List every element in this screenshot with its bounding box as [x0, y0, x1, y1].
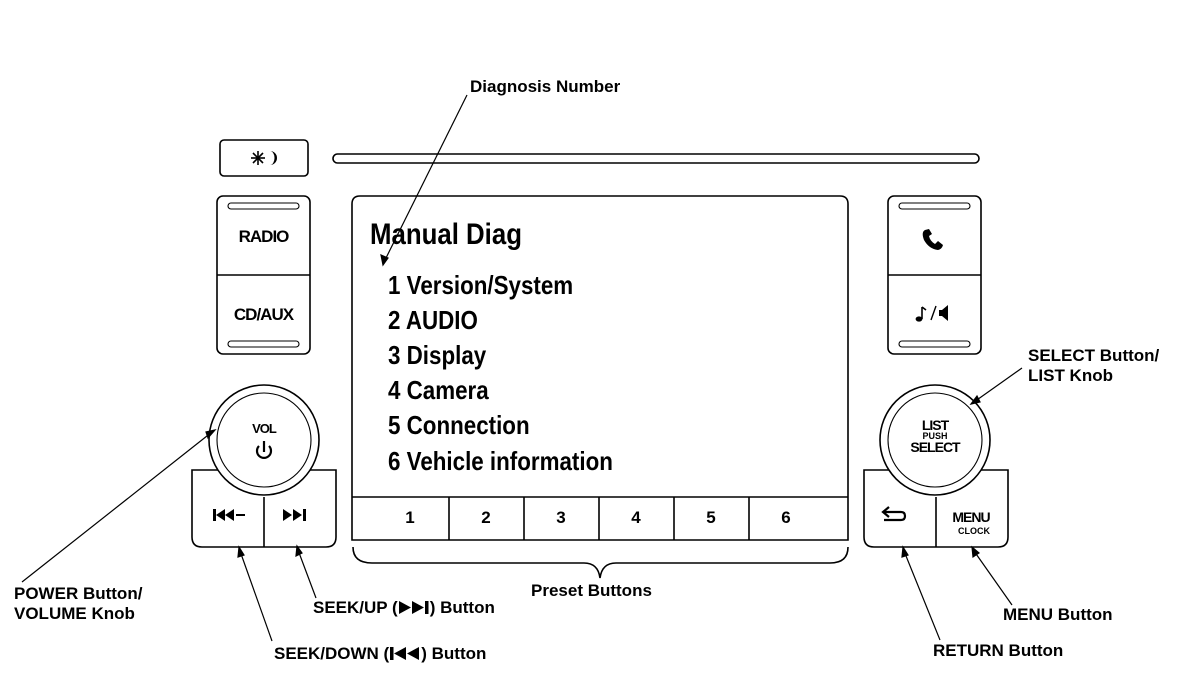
callout-seek-down-suffix: ) Button	[421, 644, 487, 663]
brightness-hit[interactable]	[220, 140, 308, 176]
callout-seek-down: SEEK/DOWN ( ) Button	[274, 644, 486, 664]
skip-forward-icon	[398, 601, 429, 614]
preset-button-1[interactable]: 1	[405, 508, 415, 527]
seek-up-button[interactable]	[264, 497, 336, 547]
callout-power-line2: VOLUME Knob	[14, 604, 135, 623]
leader-seek-up	[297, 549, 317, 599]
power-icon	[255, 441, 273, 459]
callout-select-line1: SELECT Button/	[1028, 346, 1160, 365]
sun-moon-icon	[251, 151, 277, 165]
menu-item[interactable]: 4 Camera	[388, 375, 489, 405]
skip-back-icon	[390, 647, 420, 660]
preset-brace	[352, 546, 849, 579]
list-label[interactable]: LIST	[921, 417, 949, 433]
return-button[interactable]	[864, 497, 936, 547]
clock-label: CLOCK	[958, 526, 990, 536]
phone-icon	[922, 229, 943, 250]
callout-select-line2: LIST Knob	[1028, 366, 1113, 385]
menu-item[interactable]: 2 AUDIO	[388, 305, 478, 335]
radio-button[interactable]: RADIO	[238, 227, 290, 246]
leader-diagnosis	[384, 94, 468, 261]
callout-seek-down-prefix: SEEK/DOWN (	[274, 644, 390, 663]
leader-select	[973, 367, 1023, 403]
skip-forward-icon	[283, 509, 306, 521]
screen-title: Manual Diag	[370, 218, 522, 251]
preset-button-3[interactable]: 3	[556, 508, 566, 527]
preset-button-2[interactable]: 2	[481, 508, 491, 527]
callout-diagnosis-number: Diagnosis Number	[470, 77, 621, 96]
callout-seek-up-suffix: ) Button	[429, 598, 495, 617]
audio-source-button[interactable]	[888, 275, 981, 345]
select-label: SELECT	[910, 439, 960, 455]
callout-preset-buttons: Preset Buttons	[531, 581, 652, 600]
leader-power	[21, 431, 213, 583]
menu-item[interactable]: 3 Display	[388, 340, 487, 370]
menu-item[interactable]: 1 Version/System	[388, 270, 574, 300]
list-select-knob	[879, 384, 991, 496]
callout-power-line1: POWER Button/	[14, 584, 143, 603]
callout-seek-up-prefix: SEEK/UP (	[313, 598, 398, 617]
leader-return	[903, 550, 941, 641]
preset-button-6[interactable]: 6	[781, 508, 791, 527]
cd-aux-button[interactable]: CD/AUX	[233, 305, 294, 324]
preset-button-4[interactable]: 4	[631, 508, 641, 527]
callout-return-button: RETURN Button	[933, 641, 1064, 660]
callout-menu-button: MENU Button	[1003, 605, 1113, 624]
push-label: PUSH	[922, 431, 948, 441]
leader-menu	[973, 550, 1013, 606]
disc-slot	[332, 153, 980, 164]
phone-button[interactable]	[888, 205, 981, 275]
seek-down-button[interactable]	[192, 497, 264, 547]
skip-back-icon	[213, 509, 245, 521]
music-speaker-icon	[915, 305, 948, 322]
return-arrow-icon	[881, 506, 907, 522]
leader-seek-down	[239, 550, 273, 642]
screen-bezel	[351, 195, 849, 541]
menu-button[interactable]: MENU	[952, 509, 990, 525]
callout-seek-up: SEEK/UP ( ) Button	[313, 598, 495, 618]
menu-item[interactable]: 5 Connection	[388, 410, 530, 440]
menu-item[interactable]: 6 Vehicle information	[388, 446, 613, 476]
preset-button-5[interactable]: 5	[706, 508, 716, 527]
vol-label[interactable]: VOL	[252, 421, 277, 436]
volume-knob	[208, 384, 320, 496]
